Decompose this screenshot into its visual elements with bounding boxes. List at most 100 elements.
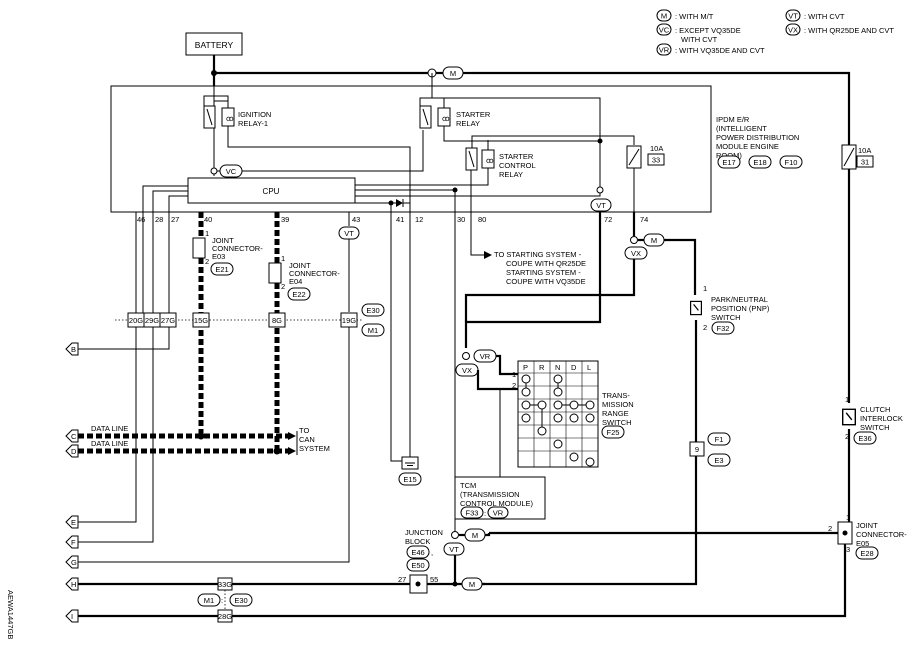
svg-text:JOINT: JOINT [289, 261, 311, 270]
svg-text:TRANS-: TRANS- [602, 391, 630, 400]
svg-text:STARTER: STARTER [499, 152, 534, 161]
svg-text:SWITCH: SWITCH [711, 313, 741, 322]
svg-text:1: 1 [846, 513, 850, 522]
side-code: AEWA1447GB [6, 590, 15, 639]
svg-text:27: 27 [398, 575, 406, 584]
svg-text:E36: E36 [858, 434, 871, 443]
svg-text:VX: VX [788, 26, 798, 35]
svg-text::: : [484, 509, 486, 518]
svg-text:8G: 8G [272, 316, 282, 325]
svg-text:E50: E50 [411, 561, 424, 570]
svg-text:80: 80 [478, 215, 486, 224]
data-line-c-label: DATA LINE [91, 424, 128, 433]
svg-text:10A: 10A [858, 146, 871, 155]
svg-text:1: 1 [703, 284, 707, 293]
svg-text:15G: 15G [194, 316, 208, 325]
svg-text:1: 1 [845, 395, 849, 404]
svg-text:E17: E17 [722, 158, 735, 167]
svg-text:RELAY-1: RELAY-1 [238, 119, 268, 128]
svg-text:33G: 33G [218, 580, 232, 589]
svg-text:43: 43 [352, 215, 360, 224]
svg-text:F33: F33 [466, 509, 479, 518]
svg-text:E3: E3 [714, 456, 723, 465]
svg-text:1: 1 [281, 254, 285, 263]
data-line-d-label: DATA LINE [91, 439, 128, 448]
svg-text:ꝏ: ꝏ [442, 114, 450, 123]
svg-text:2: 2 [205, 257, 209, 266]
joint-connector-e04 [268, 262, 282, 284]
svg-text:CONNECTOR-: CONNECTOR- [289, 269, 340, 278]
svg-text:E05: E05 [856, 539, 869, 548]
svg-text:CONNECTOR-: CONNECTOR- [856, 530, 907, 539]
svg-text:29G: 29G [145, 316, 159, 325]
svg-text:MODULE ENGINE: MODULE ENGINE [716, 142, 779, 151]
svg-text:VT: VT [344, 229, 354, 238]
svg-text:D: D [71, 447, 77, 456]
svg-text:SYSTEM: SYSTEM [299, 444, 330, 453]
svg-text:(INTELLIGENT: (INTELLIGENT [716, 124, 767, 133]
svg-text:POSITION (PNP): POSITION (PNP) [711, 304, 770, 313]
svg-text:TO STARTING SYSTEM -: TO STARTING SYSTEM - [494, 250, 582, 259]
svg-text:JOINT: JOINT [212, 236, 234, 245]
svg-text:RELAY: RELAY [499, 170, 523, 179]
svg-text:STARTING SYSTEM -: STARTING SYSTEM - [506, 268, 581, 277]
battery-label: BATTERY [195, 40, 234, 50]
svg-text:JOINT: JOINT [856, 521, 878, 530]
svg-text:F: F [71, 538, 76, 547]
svg-text:VT: VT [788, 12, 798, 21]
svg-text:CONTROL MODULE): CONTROL MODULE) [460, 499, 534, 508]
inline-connector-row: 20G 29G 27G 15G 8G 19G E30 M1 [127, 303, 385, 337]
svg-text:30: 30 [457, 215, 465, 224]
svg-text:46: 46 [137, 215, 145, 224]
svg-text:TO: TO [299, 426, 309, 435]
svg-text:E18: E18 [753, 158, 766, 167]
clutch-interlock-switch [842, 408, 856, 426]
svg-text:: WITH M/T: : WITH M/T [675, 12, 714, 21]
svg-text:33: 33 [652, 156, 660, 165]
svg-text:27G: 27G [161, 316, 175, 325]
svg-text:E22: E22 [292, 290, 305, 299]
svg-text:12: 12 [415, 215, 423, 224]
svg-text:VX: VX [631, 249, 641, 258]
svg-text:COUPE WITH VQ35DE: COUPE WITH VQ35DE [506, 277, 586, 286]
svg-text:ꝏ: ꝏ [226, 114, 234, 123]
svg-text:E: E [71, 518, 76, 527]
ipdm-terminals: 46 28 27 40 39 43 41 12 30 80 72 74 [137, 215, 648, 224]
cpu [187, 177, 356, 204]
svg-text:POWER DISTRIBUTION: POWER DISTRIBUTION [716, 133, 799, 142]
svg-text:VC: VC [659, 26, 670, 35]
svg-text:F10: F10 [785, 158, 798, 167]
svg-text:SWITCH: SWITCH [602, 418, 632, 427]
transmission-range-switch: P R N D L 1 2 TRANS- MISSION RANGE SWITC… [512, 360, 634, 468]
svg-text:C: C [71, 432, 77, 441]
svg-text:VC: VC [226, 167, 237, 176]
svg-text:: EXCEPT VQ35DE: : EXCEPT VQ35DE [675, 26, 741, 35]
svg-text:M: M [469, 580, 475, 589]
svg-text:P: P [523, 363, 528, 372]
svg-text:31: 31 [861, 158, 869, 167]
svg-text:VT: VT [596, 201, 606, 210]
svg-text:RELAY: RELAY [456, 119, 480, 128]
svg-text:40: 40 [204, 215, 212, 224]
svg-text:RANGE: RANGE [602, 409, 629, 418]
svg-text:IGNITION: IGNITION [238, 110, 271, 119]
svg-text:VR: VR [493, 509, 504, 518]
svg-text:19G: 19G [342, 316, 356, 325]
svg-text:E15: E15 [403, 475, 416, 484]
svg-text:H: H [71, 580, 76, 589]
svg-text:E30: E30 [234, 596, 247, 605]
svg-text:VR: VR [480, 352, 491, 361]
svg-text:JUNCTION: JUNCTION [405, 528, 443, 537]
legend: M : WITH M/T VC : EXCEPT VQ35DE WITH CVT… [656, 9, 894, 56]
svg-text:M: M [450, 69, 456, 78]
svg-text:VT: VT [449, 545, 459, 554]
svg-text:M: M [651, 236, 657, 245]
svg-text:: WITH CVT: : WITH CVT [804, 12, 845, 21]
svg-text:1: 1 [512, 370, 516, 379]
svg-text:MISSION: MISSION [602, 400, 634, 409]
svg-text:L: L [587, 363, 591, 372]
svg-text:(TRANSMISSION: (TRANSMISSION [460, 490, 520, 499]
svg-text:CONTROL: CONTROL [499, 161, 536, 170]
